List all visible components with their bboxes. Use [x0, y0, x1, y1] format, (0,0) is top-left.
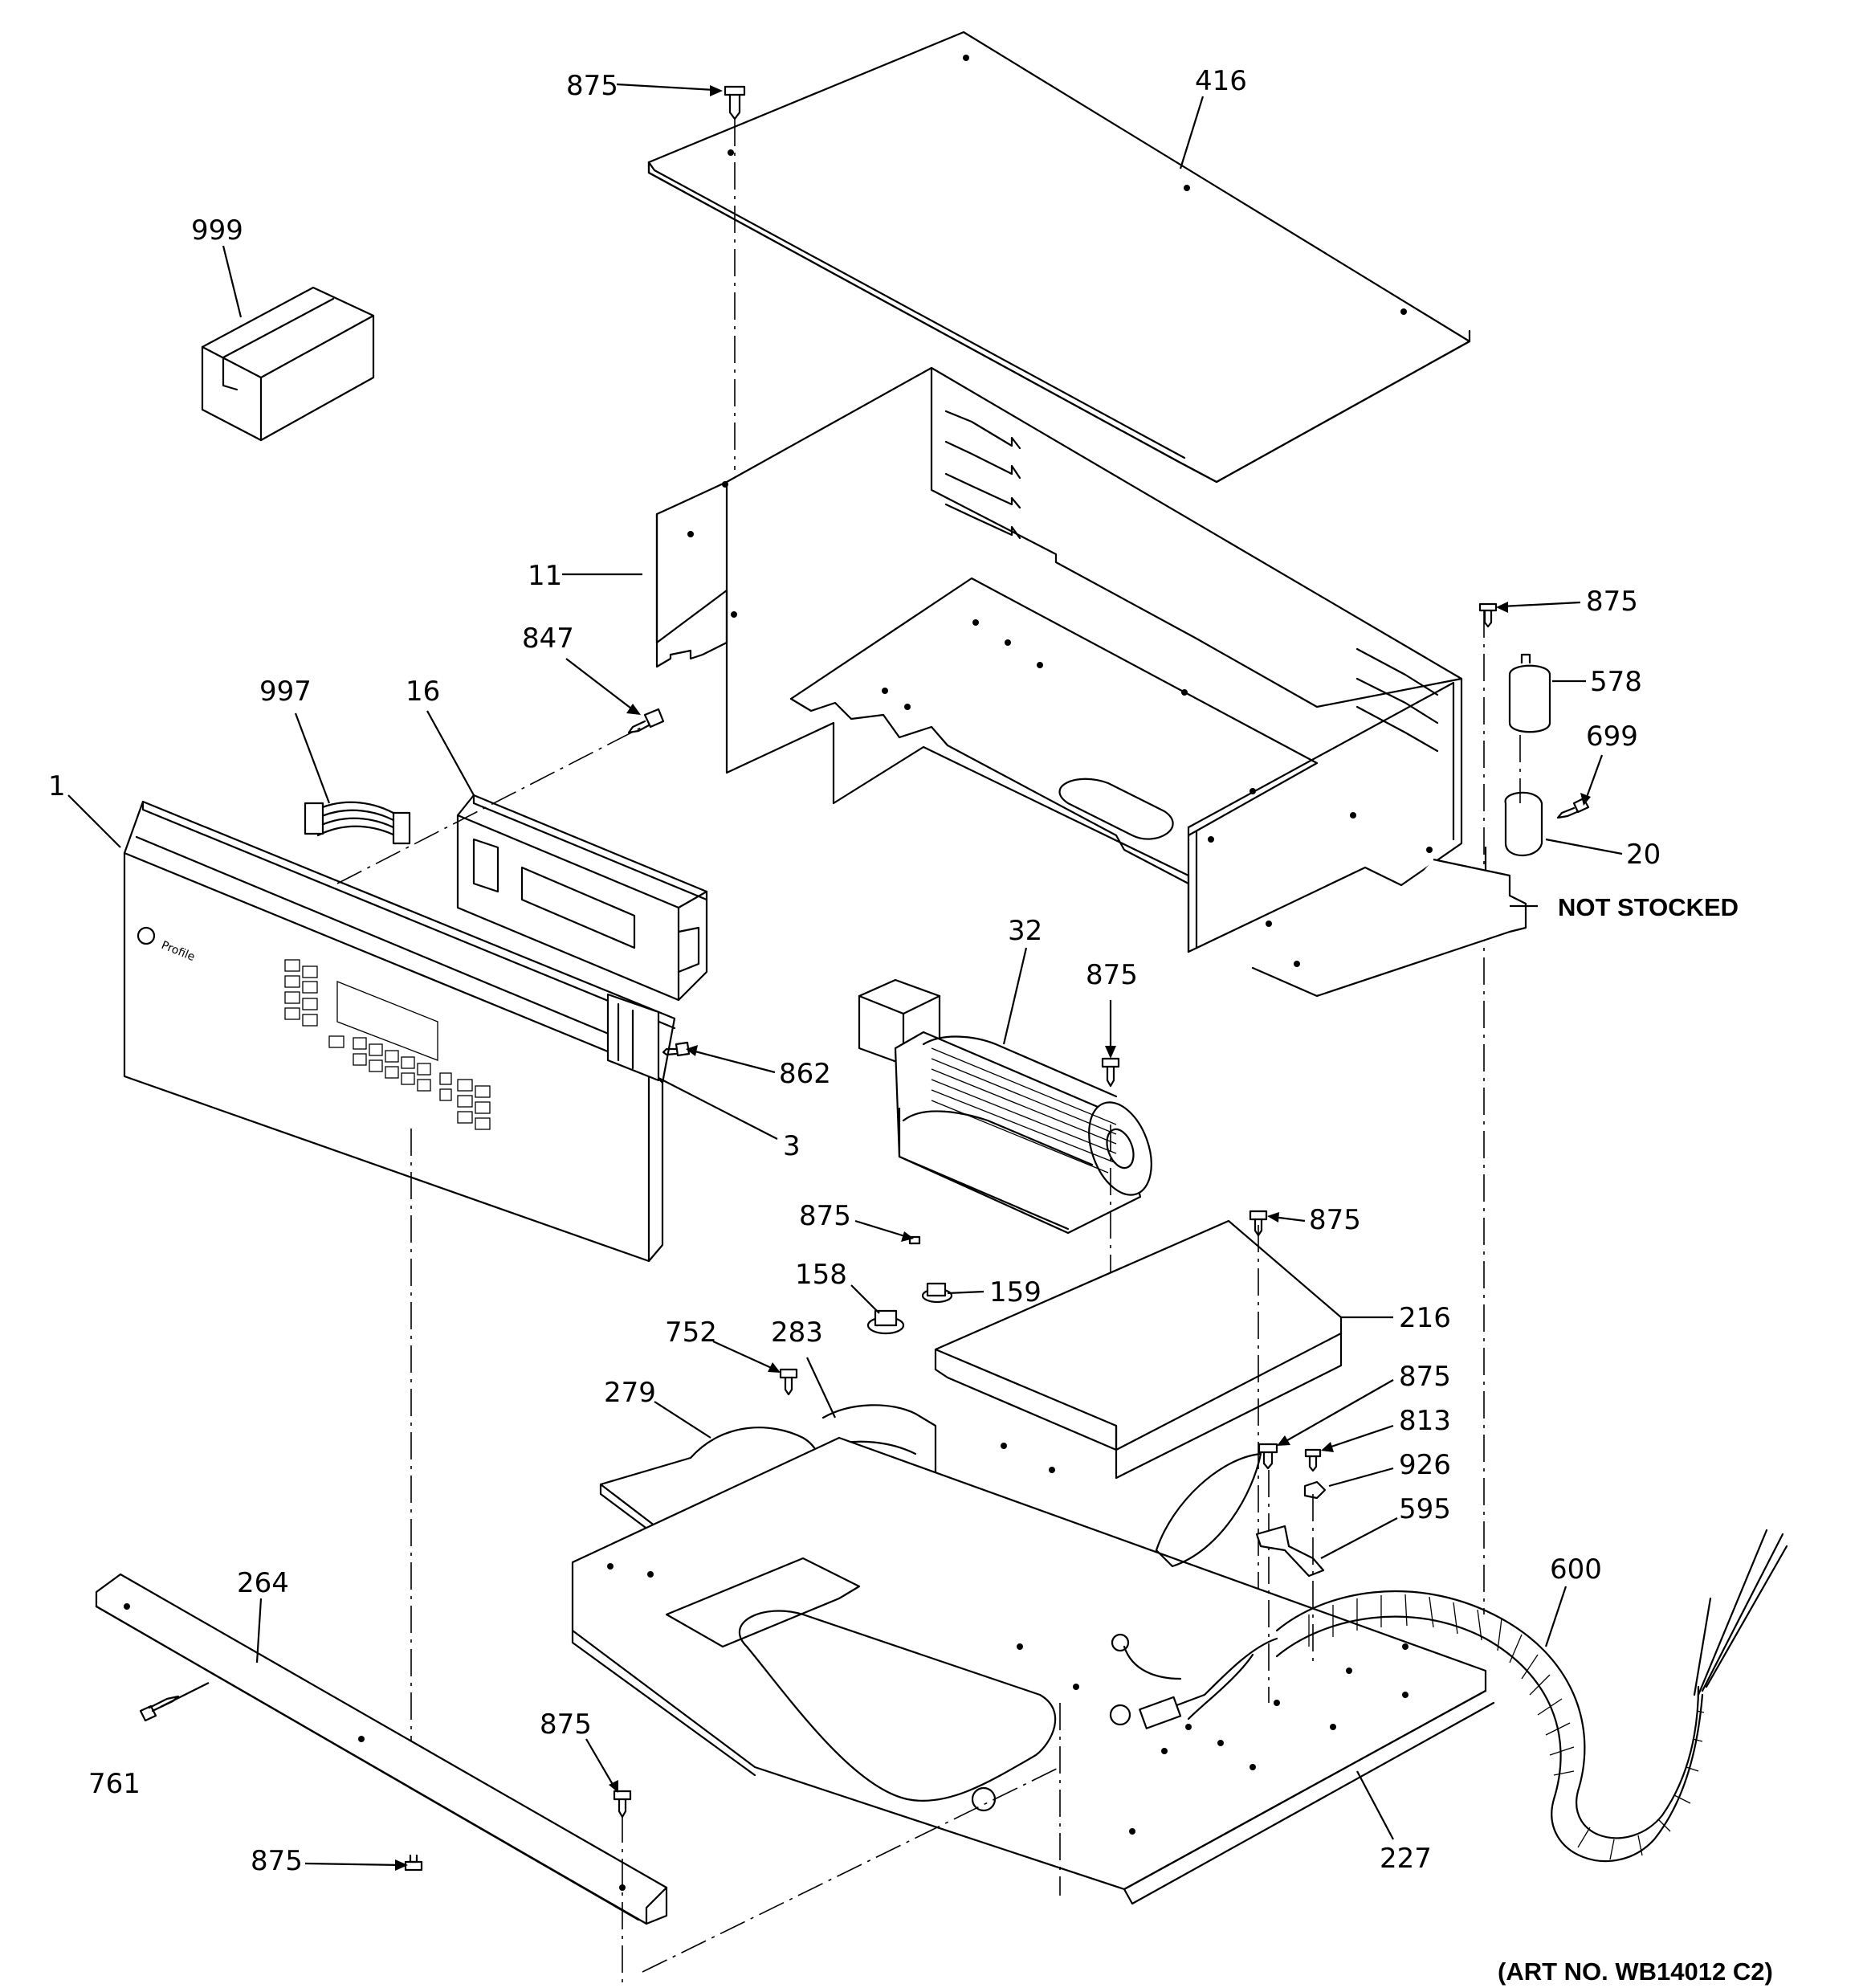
callout-1: 1: [48, 770, 66, 802]
leader-lines: [67, 83, 1623, 1871]
callout-159: 159: [989, 1276, 1042, 1308]
screw-875-fan: [1101, 1057, 1120, 1088]
callout-699: 699: [1586, 720, 1638, 753]
callout-216: 216: [1399, 1302, 1451, 1334]
screw-875-duct: [1249, 1210, 1268, 1237]
note-art-number: (ART NO. WB14012 C2): [1498, 1957, 1773, 1986]
screw-875-clip: [1258, 1443, 1278, 1470]
callout-16: 16: [406, 676, 440, 708]
callout-875-lower: 875: [251, 1845, 303, 1877]
callout-813: 813: [1399, 1405, 1451, 1437]
thermostat-158: [866, 1309, 905, 1335]
callout-20: 20: [1626, 839, 1661, 871]
blower-fan-32: [858, 978, 1152, 1235]
callout-11: 11: [528, 560, 562, 592]
control-board-16: [456, 794, 708, 1002]
bracket-20: [1316, 791, 1543, 998]
callout-227: 227: [1380, 1843, 1432, 1875]
ribbon-cable-997: [304, 801, 411, 845]
thermostat-159: [921, 1282, 953, 1304]
callout-158: 158: [795, 1259, 847, 1291]
note-not-stocked: NOT STOCKED: [1558, 893, 1739, 921]
callout-264: 264: [237, 1567, 289, 1599]
screw-813: [1304, 1448, 1322, 1472]
power-cord-conduit-600: [1111, 1529, 1788, 1862]
panel-keypad-right: [439, 1072, 491, 1130]
screw-847: [627, 708, 665, 734]
callout-595: 595: [1399, 1493, 1451, 1525]
callout-926: 926: [1399, 1449, 1451, 1481]
callout-875-fan: 875: [1086, 959, 1138, 991]
callout-875-clip: 875: [1399, 1361, 1451, 1393]
callout-283: 283: [771, 1316, 823, 1349]
callout-600: 600: [1550, 1553, 1602, 1586]
panel-keypad-left: [284, 959, 318, 1027]
nut-926: [1303, 1480, 1327, 1500]
callout-999: 999: [191, 214, 243, 247]
callout-416: 416: [1195, 65, 1247, 97]
callout-875-thermo: 875: [799, 1200, 851, 1232]
callout-578: 578: [1590, 666, 1642, 698]
centerline-base-front: [642, 1766, 1061, 1973]
screw-875-top: [724, 85, 746, 120]
capacitor-578: [1508, 653, 1551, 733]
base-plate-227: [571, 1436, 1495, 1905]
callout-997: 997: [259, 676, 312, 708]
screw-752: [779, 1368, 798, 1396]
callout-3: 3: [783, 1130, 801, 1162]
screw-875-bottom: [613, 1790, 632, 1819]
callout-labels: 875 416 999 11 847 997 16 1 875 578 699 …: [48, 65, 1773, 1986]
panel-number-keys: [328, 1035, 431, 1092]
callout-752: 752: [665, 1316, 717, 1349]
callout-875-top: 875: [566, 70, 618, 102]
callout-761: 761: [88, 1768, 141, 1800]
kit-box-999: [201, 286, 375, 442]
screw-862: [662, 1041, 691, 1057]
panel-display: [336, 981, 438, 1061]
top-cover-416: [647, 31, 1471, 484]
bracket-3: [606, 993, 660, 1082]
callout-862: 862: [779, 1058, 831, 1090]
screw-875-lower: [404, 1854, 423, 1872]
callout-875-bottom: 875: [540, 1708, 592, 1741]
clip-595: [1255, 1525, 1325, 1578]
callout-875-duct: 875: [1309, 1204, 1361, 1236]
oven-shell-11: [655, 366, 1487, 998]
callout-32: 32: [1008, 915, 1042, 947]
centerline-board: [336, 726, 643, 884]
duct-cover-216: [934, 1219, 1343, 1480]
callout-279: 279: [604, 1377, 656, 1409]
callout-875-right: 875: [1586, 586, 1638, 618]
callout-847: 847: [522, 623, 574, 655]
screw-875-right: [1478, 602, 1498, 628]
trim-strip-264: [95, 1573, 668, 1925]
